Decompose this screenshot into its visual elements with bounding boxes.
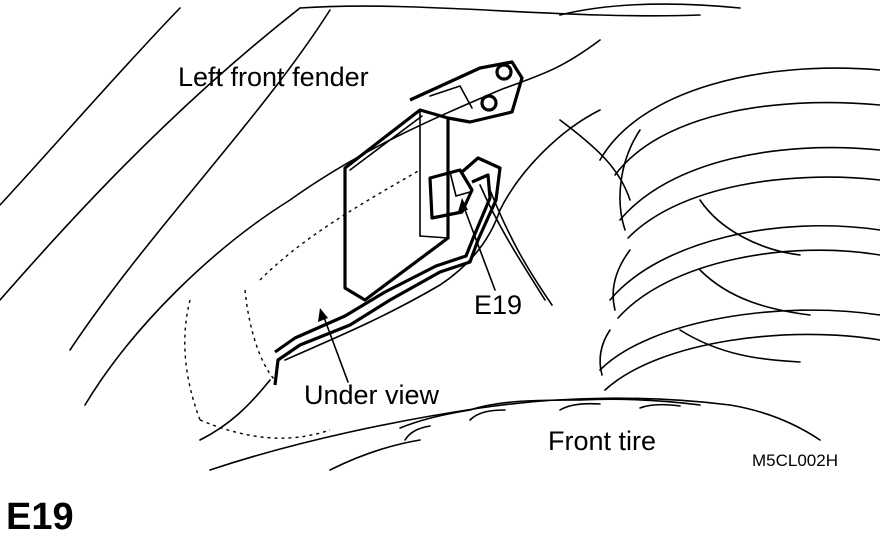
- figure-caption: E19: [6, 496, 74, 538]
- bolt-lower-icon: [480, 94, 498, 112]
- label-under-view: Under view: [304, 380, 440, 410]
- front-tire: [209, 397, 821, 471]
- connector-e19: [273, 156, 502, 386]
- label-front-tire: Front tire: [548, 426, 656, 456]
- inner-fender-well: [84, 39, 631, 441]
- harness-line: [479, 184, 553, 306]
- arrow-e19-icon: [458, 198, 468, 212]
- fender-outline: [0, 3, 741, 351]
- leader-under-view: [321, 311, 349, 383]
- coil-spring: [599, 67, 880, 391]
- control-module: [343, 108, 450, 302]
- leader-lines: [318, 198, 496, 383]
- mounting-bracket: [409, 60, 524, 124]
- arrow-under-view-icon: [318, 308, 328, 322]
- leader-e19: [461, 201, 496, 291]
- bolt-upper-icon: [495, 63, 513, 81]
- label-left-front-fender: Left front fender: [178, 62, 369, 92]
- label-connector-e19: E19: [474, 290, 522, 320]
- figure-code: M5CL002H: [752, 451, 838, 470]
